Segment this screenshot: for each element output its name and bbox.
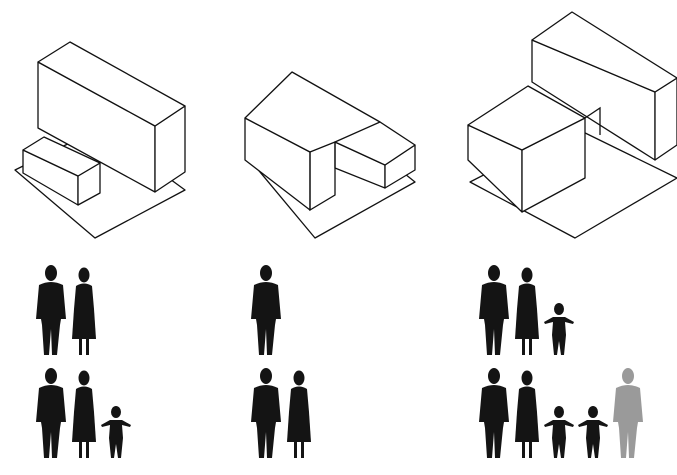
right-row1-woman-figure bbox=[515, 267, 539, 355]
right-row2-child-figure bbox=[578, 406, 608, 458]
middle-row2-woman-figure bbox=[287, 370, 311, 458]
left-row1-man-figure bbox=[36, 265, 66, 355]
building-right-back-top bbox=[531, 11, 677, 93]
building-right bbox=[467, 11, 677, 239]
right-row2-child-figure bbox=[544, 406, 574, 458]
household-figures bbox=[36, 265, 643, 458]
right-row1-man-figure bbox=[479, 265, 509, 355]
right-row2-woman-figure bbox=[515, 370, 539, 458]
left-row2-child-figure bbox=[101, 406, 131, 458]
right-row2-elder-figure bbox=[613, 368, 643, 458]
building-left-main-top bbox=[37, 41, 186, 127]
building-left-annex-top bbox=[22, 136, 101, 177]
building-middle bbox=[244, 71, 416, 239]
right-row2-man-figure bbox=[479, 368, 509, 458]
building-right-link-edge bbox=[584, 106, 601, 135]
middle-row2-man-figure bbox=[251, 368, 281, 458]
left-row2-man-figure bbox=[36, 368, 66, 458]
building-left bbox=[14, 41, 186, 239]
building-middle-wing-top bbox=[334, 121, 416, 166]
left-row1-woman-figure bbox=[72, 267, 96, 355]
left-row2-woman-figure bbox=[72, 370, 96, 458]
middle-row1-man-figure bbox=[251, 265, 281, 355]
right-row1-child-figure bbox=[544, 303, 574, 355]
building-middle-notch-edge bbox=[309, 142, 336, 212]
